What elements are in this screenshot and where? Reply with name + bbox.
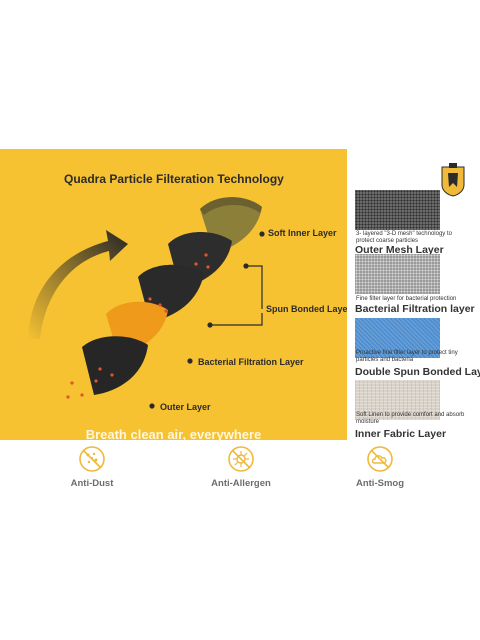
bacterial-filtration-heading: Bacterial Filtration layer: [355, 303, 475, 315]
mask-layers-illustration: [28, 197, 265, 409]
benefit-anti-allergen: Anti-Allergen: [191, 444, 291, 489]
inner-fabric-heading: Inner Fabric Layer: [355, 428, 447, 440]
no-allergen-icon: [228, 446, 254, 472]
label-soft-inner-layer: Soft Inner Layer: [268, 228, 337, 238]
benefit-label: Anti-Allergen: [211, 478, 271, 489]
benefit-anti-smog: Anti-Smog: [330, 444, 430, 489]
outer-mesh-description: 3- layered "3-D mesh" technology to prot…: [356, 231, 452, 244]
benefit-label: Anti-Dust: [70, 478, 114, 489]
spun-bonded-description: Proactive fine filter layer to protect t…: [356, 350, 458, 363]
brand-badge-icon: [441, 163, 465, 197]
no-dust-icon: [79, 446, 105, 472]
mask-layer-outer: [82, 336, 148, 395]
inner-fabric-description: Soft Linen to provide comfort and absorb…: [356, 412, 465, 425]
outer-mesh-heading: Outer Mesh Layer: [355, 244, 444, 256]
arrow-icon: [28, 230, 128, 339]
label-outer-layer: Outer Layer: [160, 402, 211, 412]
benefit-label: Anti-Smog: [355, 478, 405, 489]
bacterial-filtration-swatch: [355, 254, 440, 294]
inner-fabric-swatch: [355, 380, 440, 420]
panel-title: Quadra Particle Filteration Technology: [64, 172, 284, 186]
label-spun-bonded-layer: Spun Bonded Layer: [266, 304, 352, 314]
bacterial-filtration-description: Fine filter layer for bacterial protecti…: [356, 296, 457, 302]
spun-bonded-swatch: [355, 318, 440, 358]
benefit-anti-dust: Anti-Dust: [42, 444, 142, 489]
tagline: Breath clean air, everywhere: [85, 427, 262, 442]
label-bacterial-filtration-layer: Bacterial Filtration Layer: [198, 357, 304, 367]
outer-mesh-swatch: [355, 190, 440, 230]
no-smog-icon: [367, 446, 393, 472]
spun-bonded-heading: Double Spun Bonded Layer: [355, 366, 480, 378]
